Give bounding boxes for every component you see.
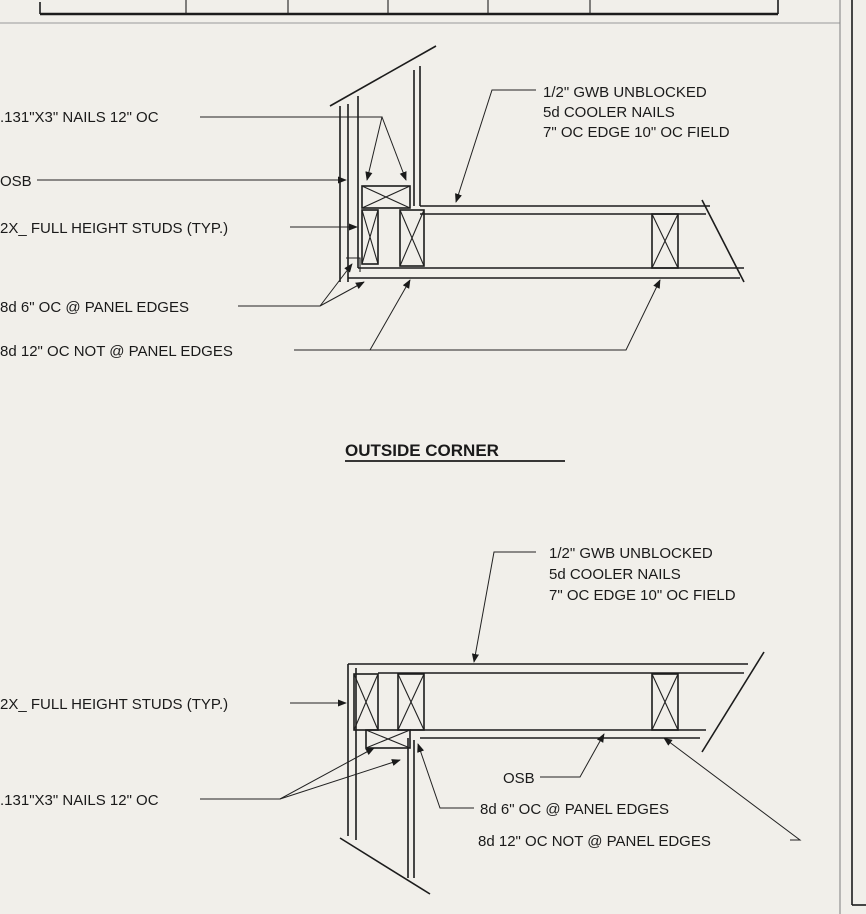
oc-gwb-line-1: 1/2" GWB UNBLOCKED xyxy=(543,84,707,101)
ic-edge-label: 8d 6" OC @ PANEL EDGES xyxy=(480,801,669,818)
outside-corner-framing xyxy=(329,45,745,283)
oc-nails-label: .131"X3" NAILS 12" OC xyxy=(0,109,159,126)
inside-corner-framing xyxy=(339,651,765,895)
outside-corner-title: OUTSIDE CORNER xyxy=(345,441,499,460)
title-block-fragment xyxy=(0,0,840,24)
oc-field-label: 8d 12" OC NOT @ PANEL EDGES xyxy=(0,343,233,360)
outside-corner-leaders xyxy=(37,89,661,351)
ic-nails-label: .131"X3" NAILS 12" OC xyxy=(0,792,159,809)
ic-field-label: 8d 12" OC NOT @ PANEL EDGES xyxy=(478,833,711,850)
oc-osb-label: OSB xyxy=(0,173,32,190)
oc-studs-label: 2X_ FULL HEIGHT STUDS (TYP.) xyxy=(0,220,228,237)
ic-studs-label: 2X_ FULL HEIGHT STUDS (TYP.) xyxy=(0,696,228,713)
ic-gwb-line-3: 7" OC EDGE 10" OC FIELD xyxy=(549,587,736,604)
ic-osb-label: OSB xyxy=(503,770,535,787)
oc-gwb-line-2: 5d COOLER NAILS xyxy=(543,104,675,121)
sheet-border xyxy=(839,0,866,914)
oc-gwb-line-3: 7" OC EDGE 10" OC FIELD xyxy=(543,124,730,141)
oc-edge-label: 8d 6" OC @ PANEL EDGES xyxy=(0,299,189,316)
inside-corner-leaders xyxy=(200,551,802,841)
inside-corner-labels: 1/2" GWB UNBLOCKED 5d COOLER NAILS 7" OC… xyxy=(0,545,736,850)
outside-corner-labels: .131"X3" NAILS 12" OC OSB 2X_ FULL HEIGH… xyxy=(0,84,730,462)
ic-gwb-line-1: 1/2" GWB UNBLOCKED xyxy=(549,545,713,562)
ic-gwb-line-2: 5d COOLER NAILS xyxy=(549,566,681,583)
